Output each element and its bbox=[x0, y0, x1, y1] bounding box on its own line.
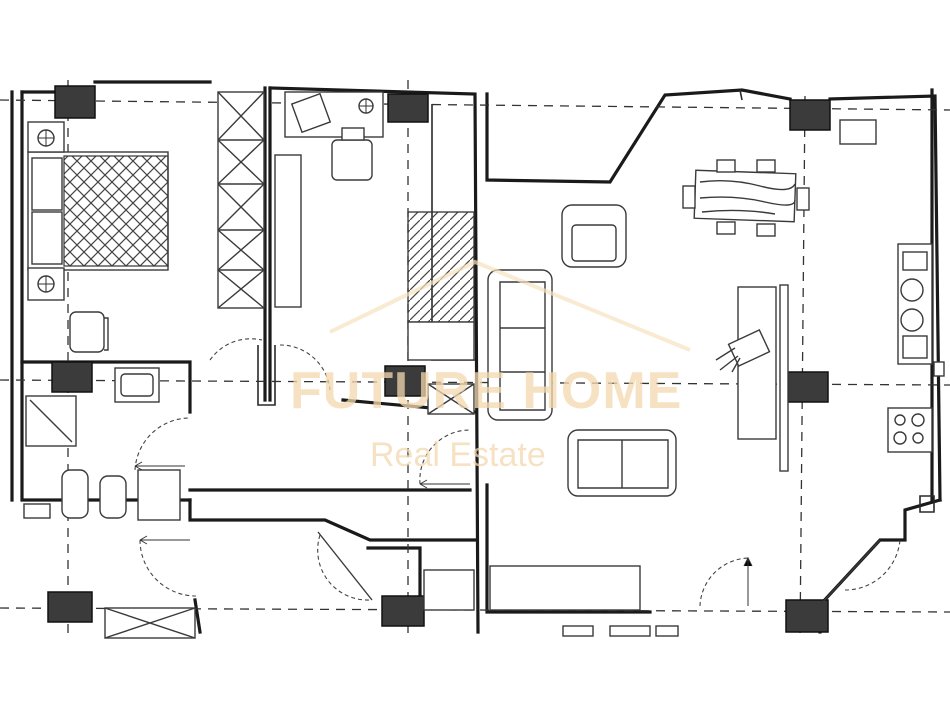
column bbox=[51, 361, 93, 393]
door-swing bbox=[134, 417, 191, 471]
door-swing bbox=[317, 534, 371, 601]
stool bbox=[609, 625, 651, 637]
door-swing bbox=[139, 539, 197, 597]
cabinet bbox=[137, 469, 181, 521]
bedroom bbox=[27, 91, 276, 406]
dining-table bbox=[693, 169, 797, 223]
watermark-roof bbox=[329, 259, 691, 352]
wall-cabinet bbox=[839, 119, 877, 145]
bathroom bbox=[23, 367, 191, 521]
sofa bbox=[487, 269, 553, 421]
armchair bbox=[290, 92, 332, 134]
wardrobe bbox=[217, 91, 265, 309]
sink-basin bbox=[120, 373, 154, 397]
column bbox=[787, 371, 829, 403]
vent bbox=[23, 503, 51, 519]
bidet bbox=[99, 475, 127, 519]
pillow bbox=[31, 157, 63, 211]
watermark-brand: FUTURE HOME bbox=[290, 362, 682, 420]
structural-columns bbox=[47, 85, 831, 633]
kitchen bbox=[819, 119, 945, 606]
toilet bbox=[61, 469, 89, 519]
column bbox=[381, 595, 425, 627]
door-swing bbox=[279, 344, 331, 391]
low-cabinet bbox=[489, 565, 641, 611]
column bbox=[785, 599, 829, 633]
shelf bbox=[274, 154, 302, 308]
stool bbox=[562, 625, 594, 637]
stool bbox=[655, 625, 679, 637]
bed-mattress bbox=[63, 155, 169, 267]
watermark: FUTURE HOME Real Estate bbox=[290, 259, 691, 474]
chair bbox=[69, 311, 105, 353]
pillow bbox=[31, 211, 63, 265]
monitor bbox=[341, 127, 365, 141]
office-chair bbox=[331, 139, 373, 181]
lamp bbox=[727, 329, 771, 367]
watermark-subtitle: Real Estate bbox=[370, 436, 546, 474]
column bbox=[47, 591, 93, 623]
column bbox=[384, 365, 426, 397]
door-swing bbox=[209, 338, 263, 361]
column bbox=[54, 85, 96, 119]
column bbox=[789, 99, 831, 131]
column bbox=[387, 93, 429, 123]
hall-cabinet bbox=[423, 569, 475, 611]
hallway bbox=[104, 429, 471, 639]
study bbox=[274, 91, 475, 415]
door-swing bbox=[419, 429, 471, 485]
living-room bbox=[423, 159, 810, 637]
cooktop bbox=[887, 407, 933, 453]
cabinet bbox=[407, 321, 475, 361]
partition bbox=[779, 284, 789, 472]
door-swing bbox=[844, 539, 901, 591]
door-swing bbox=[699, 557, 751, 607]
